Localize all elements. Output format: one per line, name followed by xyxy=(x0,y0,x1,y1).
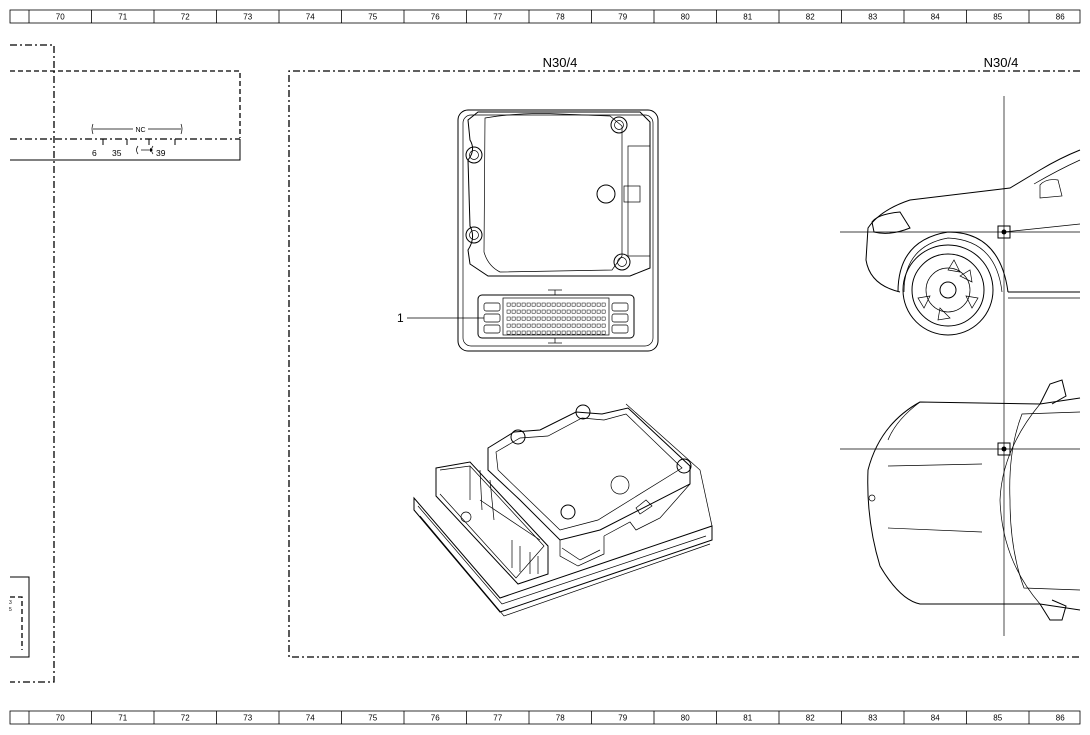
ruler-column-label: 75 xyxy=(368,714,377,723)
ruler-column-label: 75 xyxy=(368,13,377,22)
component-label-right: N30/4 xyxy=(984,55,1019,70)
left-region-frame: 3 5 xyxy=(9,44,241,683)
ruler-column-label: 85 xyxy=(993,13,1002,22)
ruler-column-label: 79 xyxy=(618,13,627,22)
ruler-column-label: 81 xyxy=(743,714,752,723)
svg-text:5: 5 xyxy=(9,607,12,613)
ruler-column-label: 77 xyxy=(493,13,502,22)
ruler-column-label: 78 xyxy=(556,13,565,22)
ruler-column-label: 76 xyxy=(431,13,440,22)
ruler-column-label: 82 xyxy=(806,13,815,22)
ruler-column-label: 76 xyxy=(431,714,440,723)
pin-6-label: 6 xyxy=(92,148,97,158)
ruler-column-label: 85 xyxy=(993,714,1002,723)
ruler-column-label: 74 xyxy=(306,714,315,723)
ruler-column-label: 70 xyxy=(56,714,65,723)
ruler-column-label: 86 xyxy=(1056,714,1065,723)
top-ruler: 70 71 72 73 74 75 76 77 78 79 80 81 82 83 84 85 86 xyxy=(9,9,1081,24)
ruler-column-label: 70 xyxy=(56,13,65,22)
ruler-column-label: 82 xyxy=(806,714,815,723)
callout-1: 1 xyxy=(397,311,484,325)
control-unit-isometric-view xyxy=(413,403,713,617)
ruler-column-label: 86 xyxy=(1056,13,1065,22)
control-unit-top-view xyxy=(457,109,659,352)
pin-35-label: 35 xyxy=(112,148,122,158)
ruler-column-label: 84 xyxy=(931,714,940,723)
callout-number: 1 xyxy=(397,311,404,325)
ruler-column-label: 81 xyxy=(743,13,752,22)
pin-39-label: 39 xyxy=(156,148,166,158)
ruler-column-label: 83 xyxy=(868,714,877,723)
ruler-column-label: 80 xyxy=(681,714,690,723)
ruler-column-label: 79 xyxy=(618,714,627,723)
location-marker xyxy=(840,96,1080,636)
vehicle-top-view xyxy=(867,379,1081,621)
ruler-column-label: 77 xyxy=(493,714,502,723)
ruler-column-label: 73 xyxy=(243,714,252,723)
ruler-column-label: 73 xyxy=(243,13,252,22)
component-label-left: N30/4 xyxy=(543,55,578,70)
ruler-column-label: 84 xyxy=(931,13,940,22)
ruler-column-label: 72 xyxy=(181,13,190,22)
ruler-column-label: 74 xyxy=(306,13,315,22)
ruler-column-label: 80 xyxy=(681,13,690,22)
nc-label: NC xyxy=(135,127,145,134)
connector-nc-block: NC 6 35 39 xyxy=(91,123,183,158)
svg-text:3: 3 xyxy=(9,600,12,606)
bottom-ruler: 70 71 72 73 74 75 76 77 78 79 80 81 82 83 84 85 86 xyxy=(9,710,1081,725)
ruler-column-label: 83 xyxy=(868,13,877,22)
ruler-column-label: 71 xyxy=(118,714,127,723)
ruler-column-label: 72 xyxy=(181,714,190,723)
ruler-column-label: 78 xyxy=(556,714,565,723)
vehicle-side-view xyxy=(865,149,1081,336)
ruler-column-label: 71 xyxy=(118,13,127,22)
main-frame xyxy=(288,70,1080,658)
